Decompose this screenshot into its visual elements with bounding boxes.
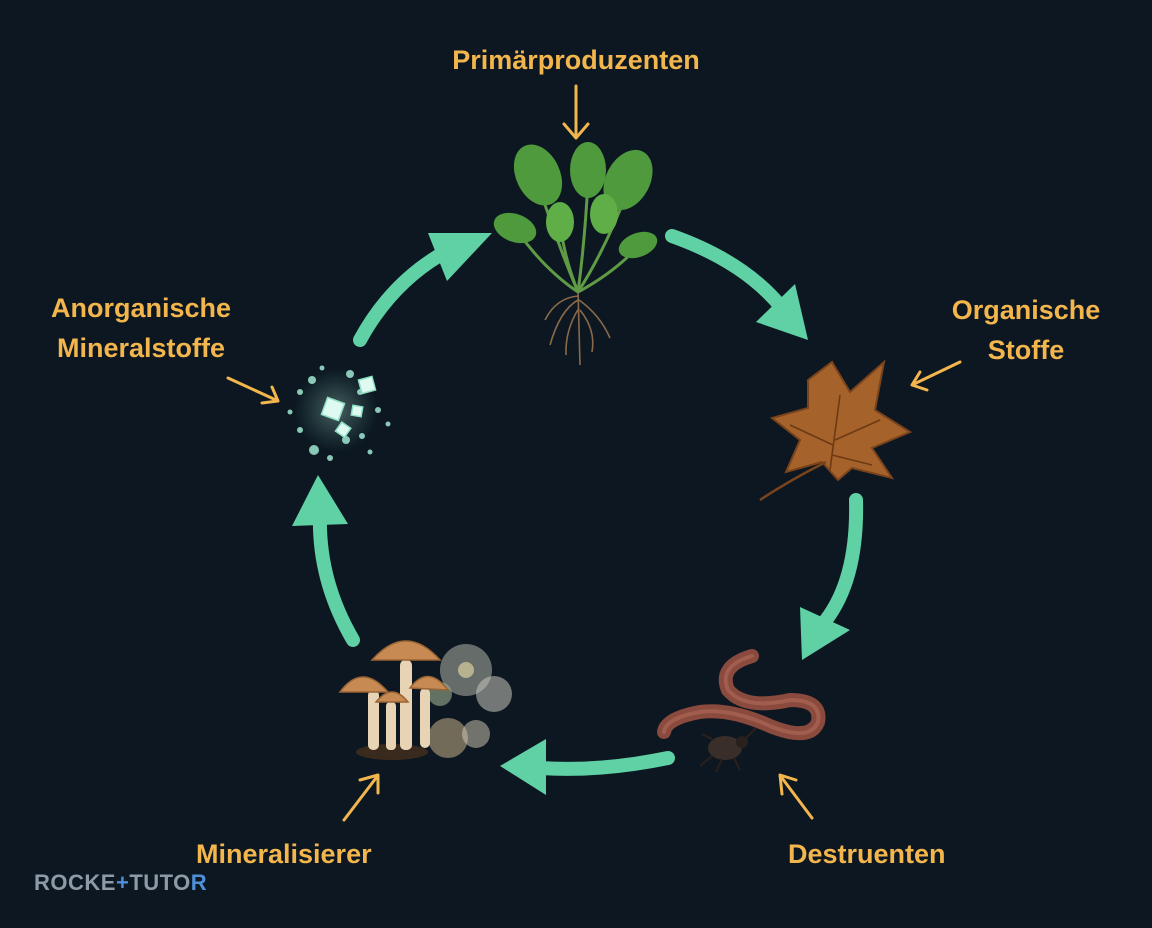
- label-mineralizers-text: Mineralisierer: [196, 839, 372, 869]
- cycle-arrow-producers-to-organic: [665, 229, 789, 315]
- pointer-producers: [562, 84, 590, 140]
- label-decomposers: Destruenten: [788, 834, 946, 874]
- logo-part1: ROCKE: [34, 870, 116, 895]
- mineral-crystals-icon: [287, 365, 391, 461]
- beetle-icon: [699, 727, 757, 773]
- rocket-tutor-logo: ROCKE+TUTOR: [34, 870, 207, 896]
- arrowhead-2: [800, 607, 850, 660]
- label-mineralizers: Mineralisierer: [196, 834, 372, 874]
- mushroom-icon: [338, 640, 450, 760]
- cycle-arrow-decomposers-to-mineralizers: [533, 751, 675, 776]
- arrowhead-3: [500, 739, 546, 795]
- arrowhead-5: [428, 233, 492, 281]
- label-minerals-line1: Anorganische: [50, 293, 232, 323]
- label-inorganic-minerals: Anorganische Mineralstoffe: [26, 288, 256, 368]
- label-minerals-line2: Mineralstoffe: [56, 333, 226, 363]
- label-primary-producers-text: Primärproduzenten: [452, 45, 700, 75]
- logo-part2: TUTO: [129, 870, 191, 895]
- label-primary-producers: Primärproduzenten: [426, 40, 726, 80]
- mold-icon: [428, 644, 512, 758]
- pointer-mineralizers: [342, 773, 380, 822]
- pointer-minerals: [226, 376, 280, 405]
- worm-icon: [657, 649, 826, 740]
- pointer-arrows: [226, 84, 962, 822]
- label-organic-line1: Organische: [951, 295, 1101, 325]
- pointer-decomposers: [778, 773, 814, 820]
- label-decomposers-text: Destruenten: [788, 839, 946, 869]
- cycle-arrow-organic-to-decomposers: [819, 493, 864, 627]
- cycle-arrow-minerals-to-producers: [353, 248, 447, 347]
- logo-sep: +: [115, 870, 130, 895]
- cycle-arrowheads: [292, 233, 850, 795]
- cycle-arrows: [312, 229, 864, 776]
- plant-icon: [493, 142, 658, 366]
- pointer-organic: [910, 360, 962, 392]
- cycle-arrow-mineralizers-to-minerals: [312, 508, 360, 647]
- label-organic-matter: Organische Stoffe: [928, 290, 1124, 370]
- logo-end: R: [190, 870, 208, 895]
- label-organic-line2: Stoffe: [987, 335, 1065, 365]
- arrowhead-1: [756, 284, 808, 340]
- leaf-icon: [759, 359, 913, 502]
- arrowhead-4: [292, 475, 348, 526]
